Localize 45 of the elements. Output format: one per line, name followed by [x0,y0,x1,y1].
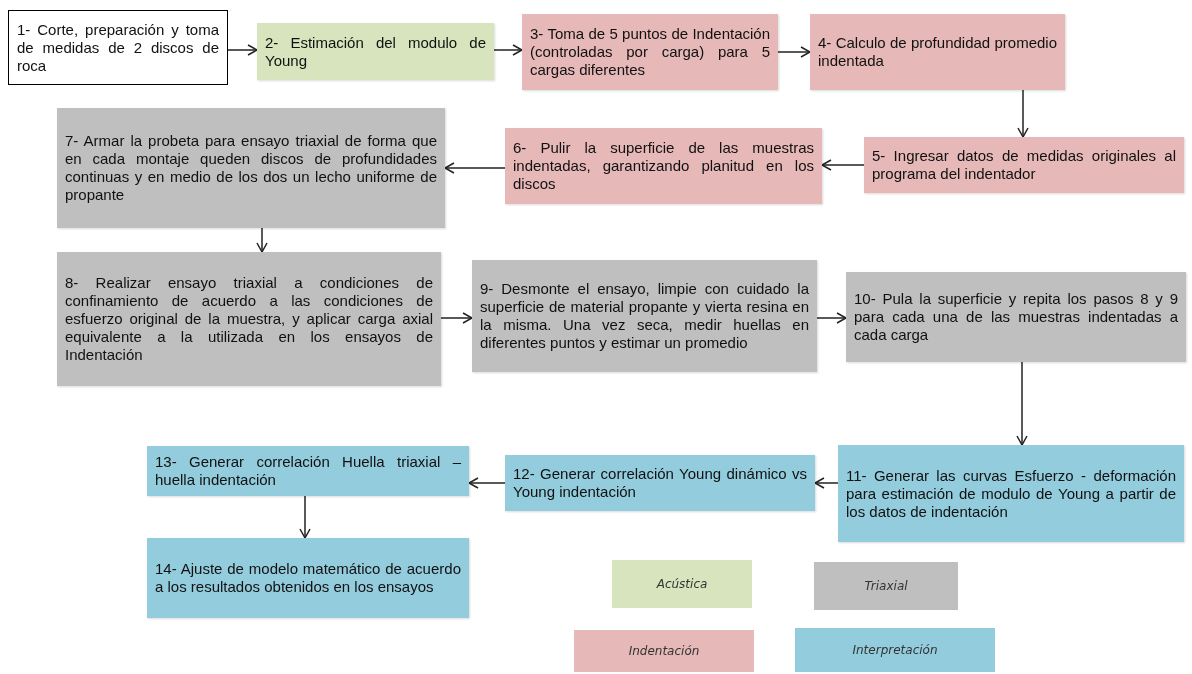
arrow [816,312,847,324]
step-text: 3- Toma de 5 puntos de Indentación (controladas por carga) para 5 cargas diferentes [530,25,770,79]
legend-text: Interpretación [852,643,938,657]
step-text: 7- Armar la probeta para ensayo triaxial de forma que en cada montaje queden discos de profundidades continuas y en medio de los dos un lecho uniforme de propante [65,132,437,204]
process-box [147,538,469,618]
arrow [299,495,311,539]
process-box [257,23,494,80]
arrow [440,312,473,324]
step-text: 5- Ingresar datos de medidas originales al programa del indentador [872,147,1176,183]
process-box [846,272,1186,362]
step-text: 11- Generar las curvas Esfuerzo - deformación para estimación de modulo de Young a partir de los datos de indentación [846,466,1176,521]
step-text: 13- Generar correlación Huella triaxial – huella indentación [155,453,461,489]
step-text: 10- Pula la superficie y repita los pasos 8 y 9 para cada una de las muestras indentadas a cada carga [854,290,1178,344]
process-box [810,14,1065,90]
arrow [821,159,865,171]
legend-text: Indentación [628,644,700,658]
process-box [522,14,778,90]
step-text: 6- Pulir la superficie de las muestras indentadas, garantizando planitud en los discos [513,139,814,193]
process-box [57,252,441,386]
step-text: 2- Estimación del modulo de Young [265,33,486,70]
step-text: 1- Corte, preparación y toma de medidas de 2 discos de roca [17,20,219,75]
arrow [1016,361,1028,446]
legend-text: Triaxial [864,579,908,593]
arrow [777,46,811,58]
process-box [505,455,815,511]
process-box [57,108,445,228]
legend-text: Acústica [656,577,708,591]
step-text: 8- Realizar ensayo triaxial a condiciones de confinamiento de acuerdo a las condiciones de esfuerzo original de la muestra, y aplicar carga axial equivalente a la utilizada en los ensayos de Indentación [65,274,433,364]
arrow [814,477,839,489]
process-box [505,128,822,204]
step-text: 14- Ajuste de modelo matemático de acuerdo a los resultados obtenidos en los ensayos [155,560,461,596]
process-box [864,137,1184,193]
arrow [227,44,258,56]
process-box [838,445,1184,542]
arrow [256,227,268,253]
arrow [1017,89,1029,138]
process-box [472,260,817,372]
step-text: 12- Generar correlación Young dinámico vs Young indentación [513,465,807,501]
arrow [468,477,506,489]
step-text: 4- Calculo de profundidad promedio indentada [818,34,1057,70]
arrow [444,162,506,174]
arrow [493,44,523,56]
step-text: 9- Desmonte el ensayo, limpie con cuidado la superficie de material propante y vierta resina en la misma. Una vez seca, medir huellas en diferentes puntos y estimar un promedio [480,280,809,352]
process-box [8,10,228,85]
process-box [147,446,469,496]
